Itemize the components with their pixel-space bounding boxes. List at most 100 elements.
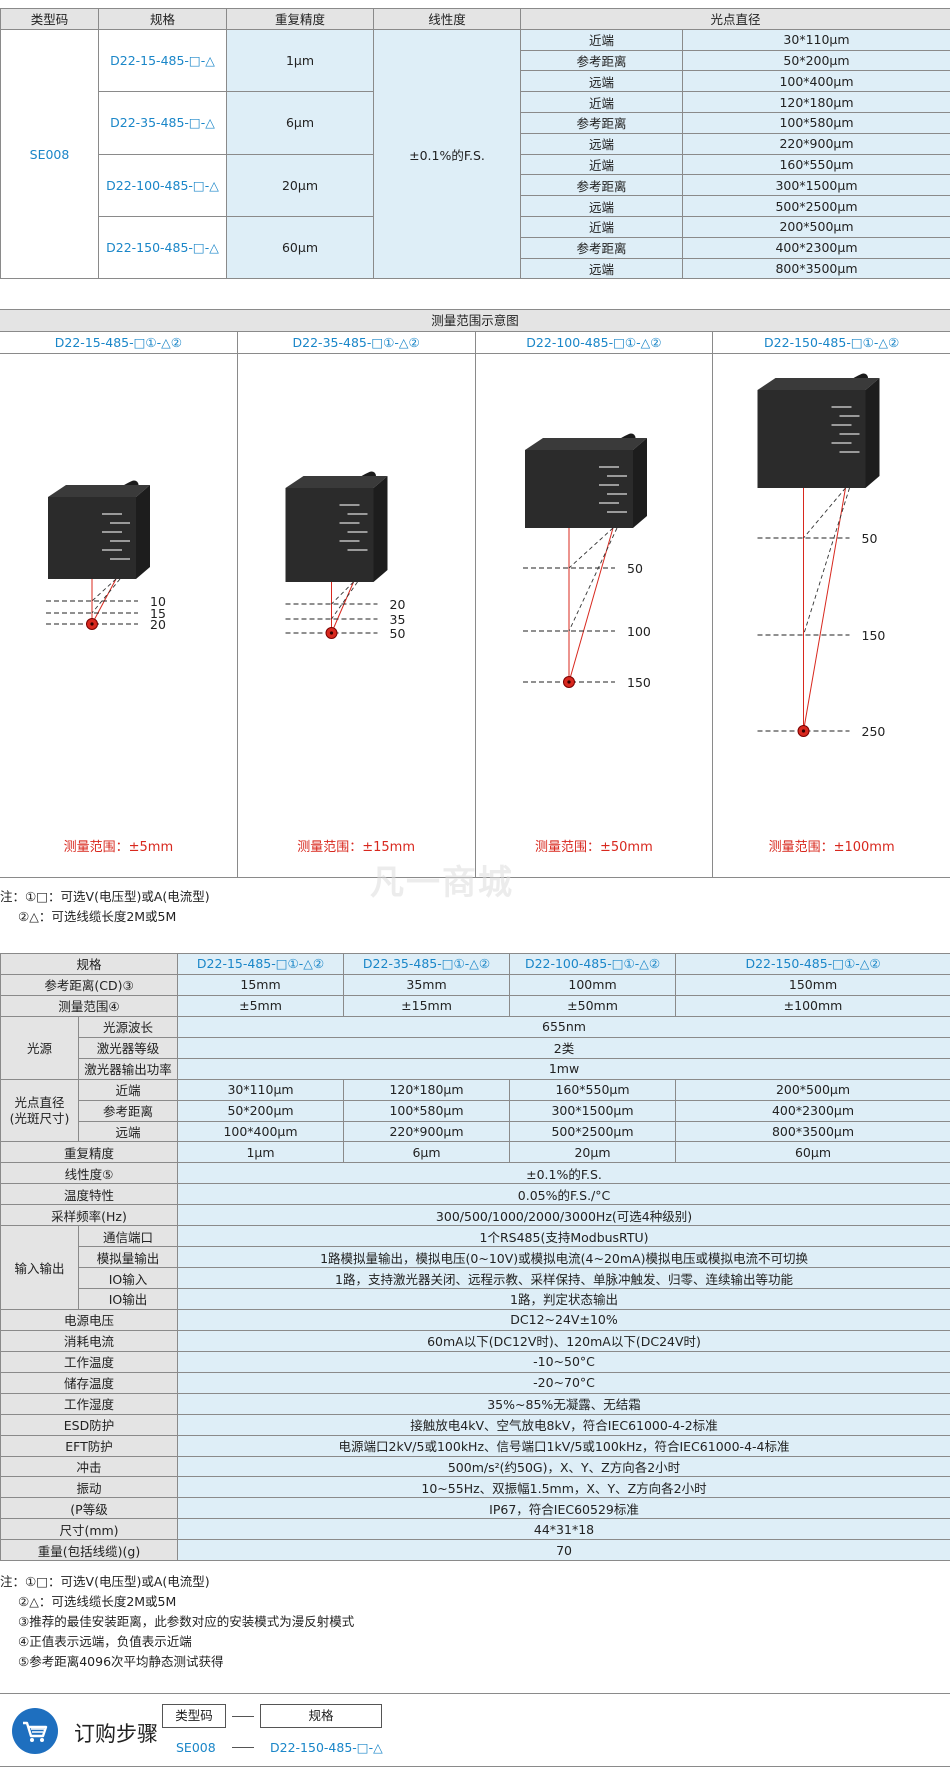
sensor-print <box>347 549 368 551</box>
spot-position-cell: 远端 <box>520 195 683 217</box>
spec-value: 500m/s²(约50G)，X、Y、Z方向各2小时 <box>177 1455 950 1478</box>
spec-value: 150mm <box>675 973 950 996</box>
sensor-print <box>839 415 860 417</box>
sub-label: 模拟量输出 <box>77 1246 179 1269</box>
spec-label: 冲击 <box>0 1455 179 1478</box>
spec-label: 储存温度 <box>0 1371 179 1394</box>
spec-header-model: D22-150-485-□①-△② <box>675 953 950 975</box>
spec-cell: D22-35-485-□-△ <box>98 91 227 155</box>
spec-value: 100*400μm <box>177 1120 345 1143</box>
spot-size-cell: 500*2500μm <box>681 195 950 217</box>
spot-size-cell: 120*180μm <box>681 91 950 113</box>
spec-row: 工作温度-10~50°C <box>0 1350 950 1373</box>
spec-label: 振动 <box>0 1476 179 1499</box>
sensor-print <box>598 466 619 468</box>
sub-label: 激光器等级 <box>77 1036 179 1059</box>
sensor-print <box>598 484 619 486</box>
spec-header-model: D22-100-485-□①-△② <box>509 953 677 975</box>
range-label: 250 <box>862 724 886 739</box>
spec-row: 重量(包括线缆)(g)70 <box>0 1539 950 1562</box>
sensor-print <box>598 502 619 504</box>
order-divider <box>232 1747 254 1748</box>
range-label: 50 <box>862 531 878 546</box>
diagram-model-name: D22-15-485-□①-△② <box>0 332 237 354</box>
spec-value: 400*2300μm <box>675 1099 950 1122</box>
spec-label: 尺寸(mm) <box>0 1518 179 1541</box>
precision-cell: 1μm <box>226 28 374 93</box>
sensor-print <box>606 493 627 495</box>
measure-range-text: 测量范围：±5mm <box>63 840 174 855</box>
note-line: ⑤参考距离4096次平均静态测试获得 <box>18 1654 224 1669</box>
spec-value: 接触放电4kV、空气放电8kV，符合IEC61000-4-2标准 <box>177 1413 950 1436</box>
reflect-near <box>568 527 613 569</box>
spec-value: 500*2500μm <box>509 1120 677 1143</box>
range-label: 50 <box>627 561 643 576</box>
order-spec-value: D22-150-485-□-△ <box>270 1740 383 1755</box>
spec-value: 60mA以下(DC12V时)、120mA以下(DC24V时) <box>177 1329 950 1352</box>
spot-position-cell: 远端 <box>520 132 683 155</box>
order-divider <box>232 1716 254 1717</box>
order-spec-label: 规格 <box>260 1704 382 1728</box>
order-type-value: SE008 <box>176 1740 216 1755</box>
spec-label: 工作湿度 <box>0 1392 179 1415</box>
sensor-body <box>48 497 136 579</box>
col-precision: 重复精度 <box>226 8 374 30</box>
spot-size-cell: 100*400μm <box>681 70 950 93</box>
diagram-model-name: D22-100-485-□①-△② <box>475 332 713 354</box>
sensor-print <box>831 424 852 426</box>
spec-label: 测量范围④ <box>0 994 179 1017</box>
group-label: 光点直径(光斑尺寸) <box>0 1078 79 1143</box>
diagram-title: 测量范围示意图 <box>0 310 950 332</box>
laser-spot-center <box>566 680 571 684</box>
spec-cell: D22-150-485-□-△ <box>98 215 227 280</box>
watermark-logo: 凡一商城 <box>370 863 514 903</box>
spot-size-cell: 30*110μm <box>681 28 950 51</box>
spec-value: IP67，符合IEC60529标准 <box>177 1497 950 1520</box>
sensor-body <box>524 450 633 528</box>
spec-value: 30*110μm <box>177 1078 345 1101</box>
spec-value: 800*3500μm <box>675 1120 950 1143</box>
sensor-print <box>831 442 852 444</box>
spec-value: 60μm <box>675 1141 950 1164</box>
spec-value: DC12~24V±10% <box>177 1308 950 1331</box>
spec-value: 100*580μm <box>343 1099 511 1122</box>
spot-position-cell: 参考距离 <box>520 111 683 134</box>
note-line: ②△：可选线缆长度2M或5M <box>18 1594 177 1609</box>
range-label: 100 <box>627 624 651 639</box>
spec-value: 120*180μm <box>343 1078 511 1101</box>
reflect-near <box>330 581 354 605</box>
spec-header-label: 规格 <box>0 953 179 975</box>
sub-label: 远端 <box>77 1120 179 1143</box>
spec-label: ESD防护 <box>0 1413 179 1436</box>
laser-reflection <box>803 487 847 732</box>
linearity-cell: ±0.1%的F.S. <box>373 28 521 280</box>
spec-value: 70 <box>177 1539 950 1562</box>
sensor-top <box>48 485 150 497</box>
spec-value: ±100mm <box>675 994 950 1017</box>
spec-value: 1mw <box>177 1057 950 1080</box>
precision-cell: 60μm <box>226 215 374 280</box>
spec-header-model: D22-15-485-□①-△② <box>177 953 345 975</box>
reflect-mid <box>91 578 121 614</box>
order-title: 订购步骤 <box>74 1722 158 1746</box>
